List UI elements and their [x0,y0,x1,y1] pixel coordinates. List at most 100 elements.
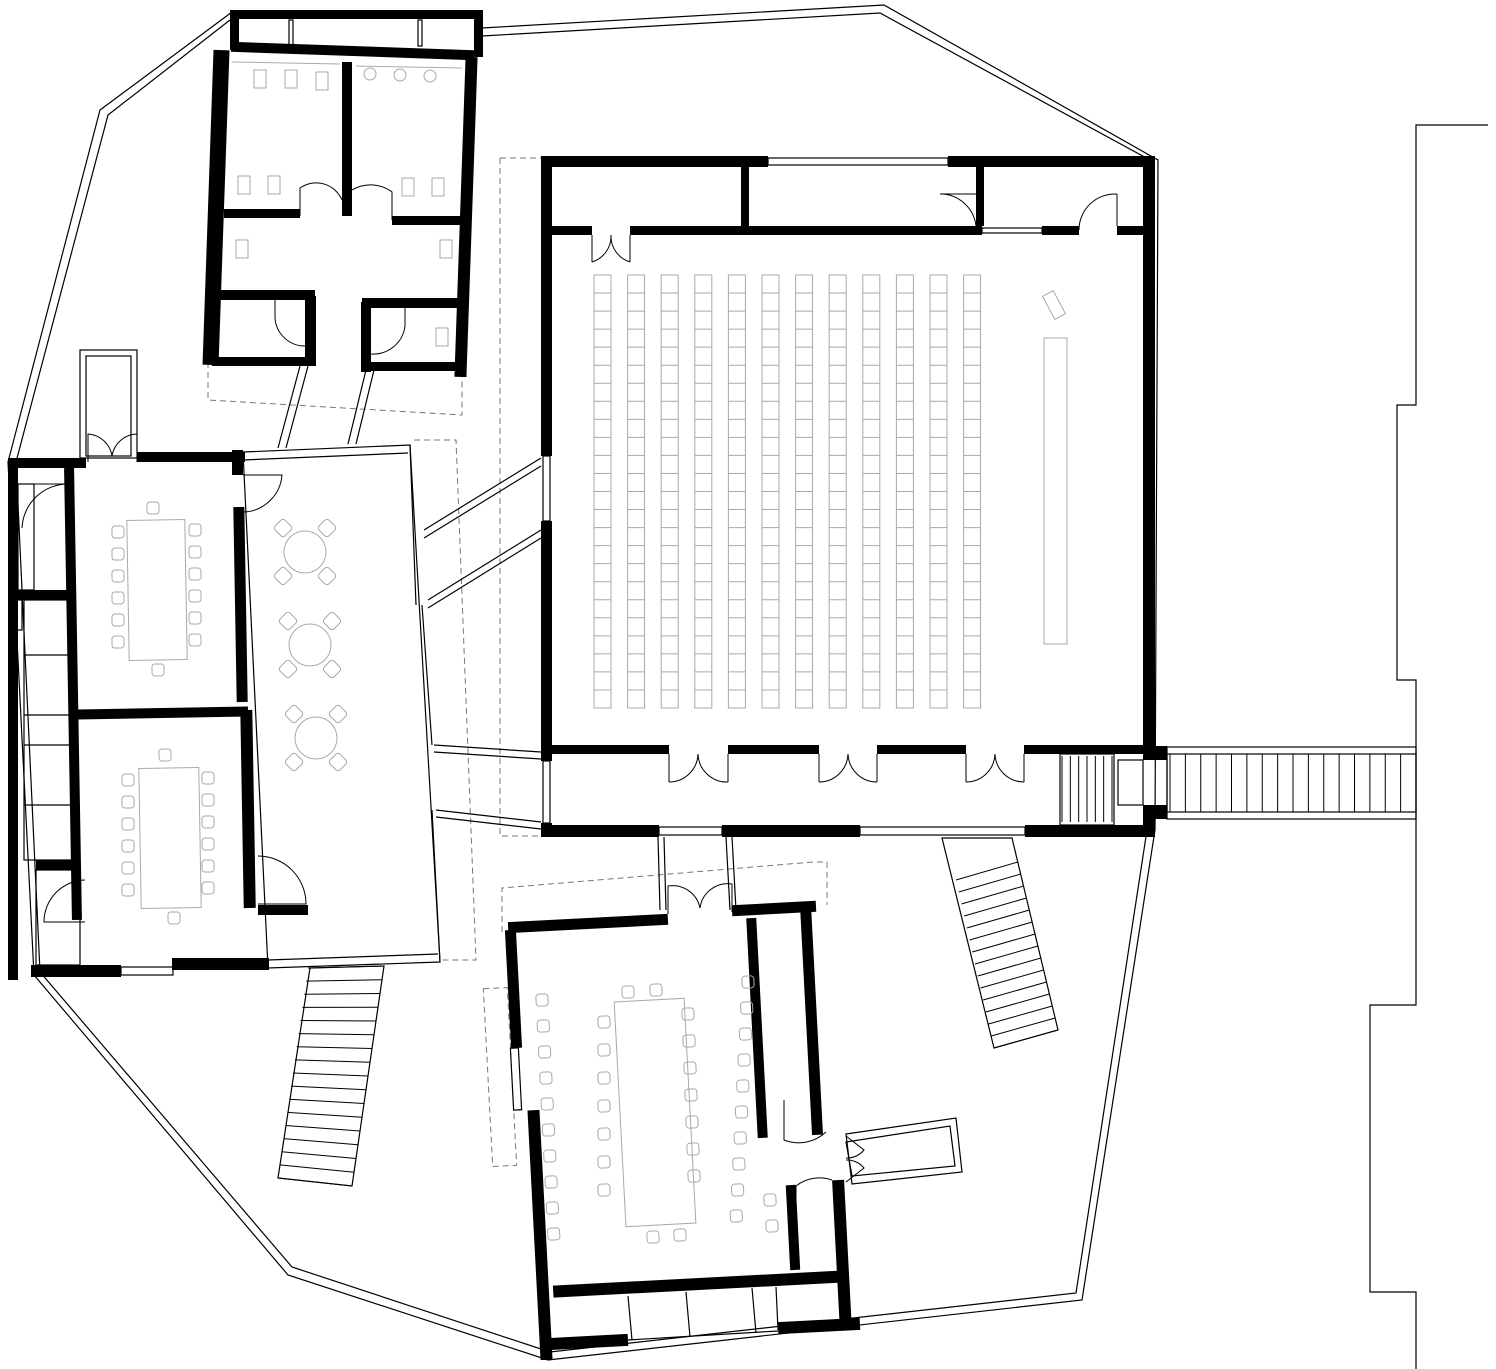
chair-icon [188,567,202,581]
chair-icon [545,1201,560,1215]
chair-icon [121,883,135,897]
chair-icon [111,591,125,605]
chair-icon [322,611,342,631]
stair-treads-icon [955,861,1059,1049]
chair-icon [284,752,304,772]
chair-icon [536,1019,550,1033]
stair-tread [955,861,1019,881]
stair-tread [300,1020,377,1022]
stair-tread [277,1177,353,1187]
chair-icon [284,704,304,724]
door-swing-arc-icon [274,182,406,355]
chair-icon [328,752,348,772]
stair-tread [991,1017,1056,1037]
stair-tread [988,1005,1053,1025]
chair-icon [597,1043,611,1057]
chair-icon [646,1230,660,1244]
chair-icon [273,566,293,586]
chair-icon [597,1099,611,1113]
stair-tread [298,1033,375,1036]
chair-icon [649,983,663,997]
southwest-stair [277,965,385,1187]
chair-icon [317,518,337,538]
chair-icon [121,839,135,853]
auditorium-seating [593,274,982,709]
chair-icon [732,1157,746,1171]
stair-tread [307,965,385,969]
chair-icon [730,1183,745,1197]
stair-tread [985,993,1050,1013]
chair-icon [188,633,202,647]
stair-tread [983,981,1047,1001]
chair-icon [111,613,125,627]
chair-icon [188,611,202,625]
lounge [242,444,542,969]
chair-icon [621,985,635,999]
chair-icon [547,1227,561,1241]
chair-icon [544,1175,558,1189]
chair-icon [543,1149,557,1163]
chair-icon [278,611,298,631]
chair-icon [763,1193,777,1207]
chair-group [111,501,215,925]
stair-tread [279,1164,355,1173]
chair-icon [201,793,215,807]
chair-icon [151,663,165,677]
chair-icon [729,1209,743,1223]
neighbor-boundary [1369,124,1488,1369]
chair-icon [686,1142,700,1156]
southeast-stair [941,837,1059,1049]
chair-icon [737,1053,751,1067]
chair-icon [687,1169,701,1183]
site-outline [7,4,1159,1361]
chair-icon [736,1079,750,1093]
chair-icon [158,748,172,762]
chair-icon [201,771,215,785]
south-meeting-block [504,836,963,1361]
round-table-icon [283,530,327,574]
chair-icon [201,881,215,895]
stair-tread [972,933,1036,953]
stair-tread [969,921,1033,941]
chair-icon [682,1034,696,1048]
chair-icon [541,1123,556,1137]
stair-tread [296,1046,373,1049]
stair-tread [977,957,1041,977]
chair-icon [317,566,337,586]
stair-tread [285,1125,361,1132]
chair-icon [201,837,215,851]
round-table-icon [288,623,332,667]
door-swing-arc-icon [591,193,1118,783]
stair-treads-icon [1061,756,1113,822]
restroom-block [202,10,483,449]
chair-icon [188,545,202,559]
restroom-fixtures [231,61,463,347]
west-meeting-block [8,349,308,980]
stair-treads-icon [277,965,385,1187]
chair-icon [121,861,135,875]
chair-icon [188,523,202,537]
stair-tread [966,909,1030,929]
chair-icon [537,1045,552,1059]
round-table-group [273,518,348,772]
stair-tread [291,1085,367,1091]
east-stairs [1059,746,1417,826]
chair-icon [597,1155,611,1169]
chair-icon [597,1127,611,1141]
chair-icon [322,659,342,679]
chair-icon [597,1071,611,1085]
chair-icon [188,589,202,603]
stair-tread [961,885,1024,905]
chair-icon [111,635,125,649]
chair-icon [111,547,125,561]
chair-icon [111,525,125,539]
chair-icon [121,773,135,787]
chair-icon [273,518,293,538]
stair-tread [287,1111,363,1118]
auditorium [541,156,1167,837]
chair-icon [741,975,755,989]
chair-icon [121,817,135,831]
stair-tread [289,1098,365,1104]
stair-treads-icon [1169,754,1417,812]
